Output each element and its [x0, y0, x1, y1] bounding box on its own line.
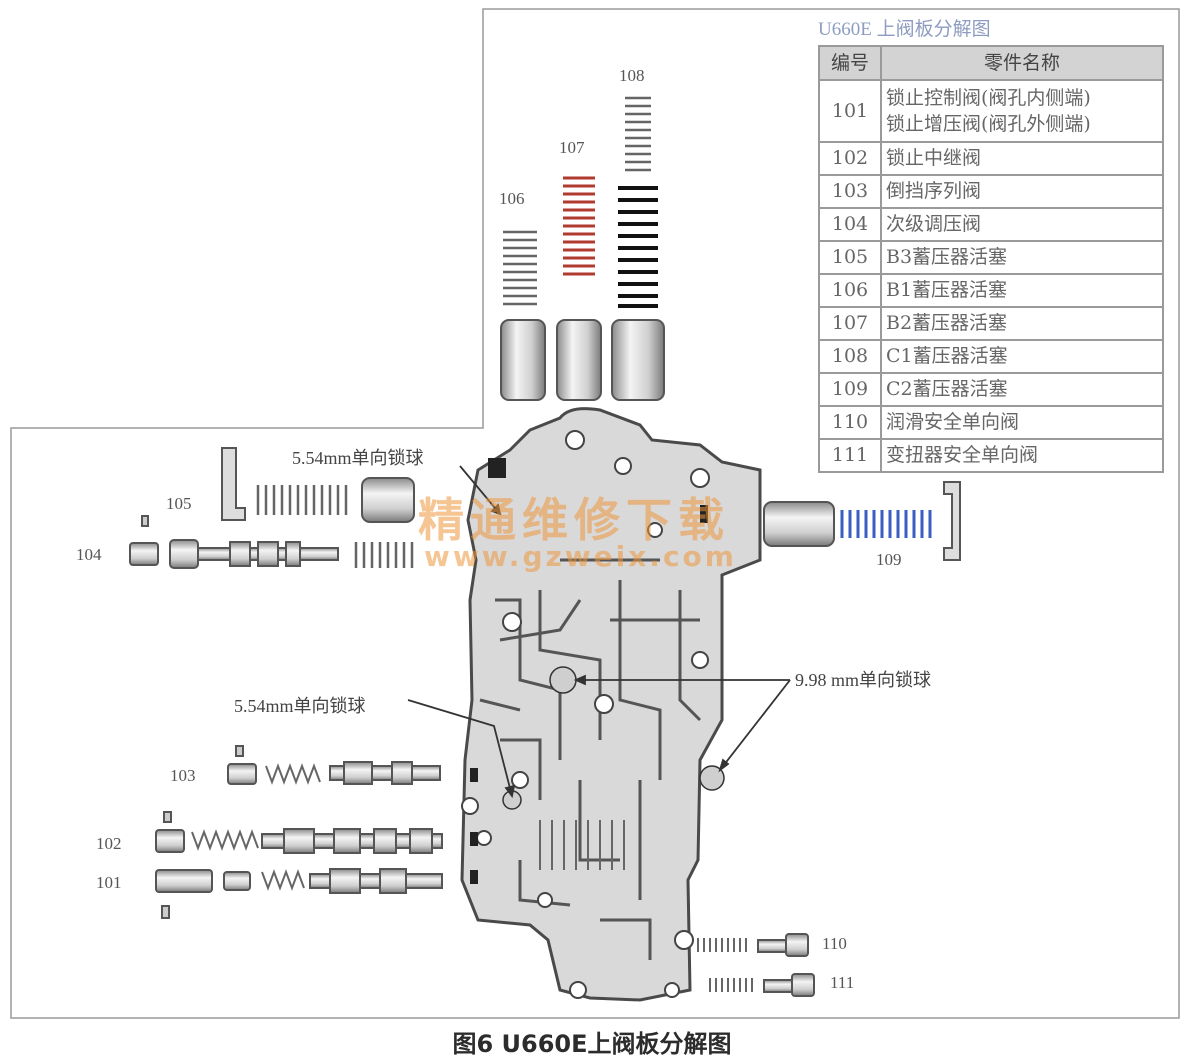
- table-title: U660E 上阀板分解图: [818, 19, 991, 40]
- label-103: 103: [170, 766, 196, 785]
- part-102-assembly: [155, 811, 443, 854]
- row-no: 105: [818, 240, 882, 275]
- row-name: 变扭器安全单向阀: [880, 438, 1164, 473]
- label-101: 101: [96, 873, 122, 892]
- part-104-assembly: [129, 515, 414, 569]
- header-name: 零件名称: [880, 45, 1164, 81]
- row-name: 润滑安全单向阀: [880, 405, 1164, 440]
- label-109: 109: [876, 550, 902, 569]
- label-108: 108: [619, 66, 645, 85]
- row-no: 107: [818, 306, 882, 341]
- row-no: 106: [818, 273, 882, 308]
- callout-ball-mid: 5.54mm单向锁球: [234, 696, 366, 716]
- label-105: 105: [166, 494, 192, 513]
- callout-ball-top: 5.54mm单向锁球: [292, 448, 424, 468]
- row-no: 108: [818, 339, 882, 374]
- part-107-spring: [563, 176, 595, 276]
- watermark-cn: 精通维修下载: [418, 493, 730, 547]
- watermark-url: www.gzweix.com: [424, 540, 737, 573]
- row-name: 锁止控制阀(阀孔内侧端) 锁止增压阀(阀孔外侧端): [880, 79, 1164, 143]
- label-107: 107: [559, 138, 585, 157]
- part-105-assembly: [221, 447, 415, 523]
- table-row: 101 锁止控制阀(阀孔内侧端) 锁止增压阀(阀孔外侧端): [818, 79, 1164, 143]
- parts-table: 编号 零件名称 101 锁止控制阀(阀孔内侧端) 锁止增压阀(阀孔外侧端) 10…: [818, 45, 1164, 473]
- label-102: 102: [96, 834, 122, 853]
- callout-ball-big: 9.98 mm单向锁球: [795, 670, 932, 690]
- label-111: 111: [830, 973, 855, 992]
- row-name: 次级调压阀: [880, 207, 1164, 242]
- row-no: 110: [818, 405, 882, 440]
- part-106-spring: [503, 230, 537, 306]
- row-no: 109: [818, 372, 882, 407]
- valve-body-plate: [460, 407, 762, 1002]
- part-103-assembly: [227, 745, 441, 785]
- label-104: 104: [76, 545, 102, 564]
- part-110-assembly: [697, 933, 809, 957]
- row-name: B3蓄压器活塞: [880, 240, 1164, 275]
- row-no: 102: [818, 141, 882, 176]
- row-no: 104: [818, 207, 882, 242]
- part-111-assembly: [709, 973, 815, 997]
- row-name-line1: 锁止控制阀(阀孔内侧端): [886, 87, 1091, 109]
- leader-lines: [407, 465, 791, 799]
- row-name: C1蓄压器活塞: [880, 339, 1164, 374]
- row-name: 倒挡序列阀: [880, 174, 1164, 209]
- piston-row: [500, 319, 665, 401]
- table-header-row: 编号 零件名称: [818, 45, 1164, 81]
- row-name: B1蓄压器活塞: [880, 273, 1164, 308]
- part-101-assembly: [155, 868, 443, 919]
- row-name: 锁止中继阀: [880, 141, 1164, 176]
- row-no: 111: [818, 438, 882, 473]
- row-no: 101: [818, 79, 882, 143]
- row-name-line2: 锁止增压阀(阀孔外侧端): [886, 113, 1091, 135]
- row-no: 103: [818, 174, 882, 209]
- diagram-frame: [10, 8, 1180, 1019]
- header-no: 编号: [818, 45, 882, 81]
- label-110: 110: [822, 934, 847, 953]
- row-name: C2蓄压器活塞: [880, 372, 1164, 407]
- part-108-spring: [618, 96, 658, 308]
- part-109-assembly: [763, 481, 961, 561]
- label-106: 106: [499, 189, 525, 208]
- row-name: B2蓄压器活塞: [880, 306, 1164, 341]
- figure-caption: 图6 U660E上阀板分解图: [452, 1030, 732, 1058]
